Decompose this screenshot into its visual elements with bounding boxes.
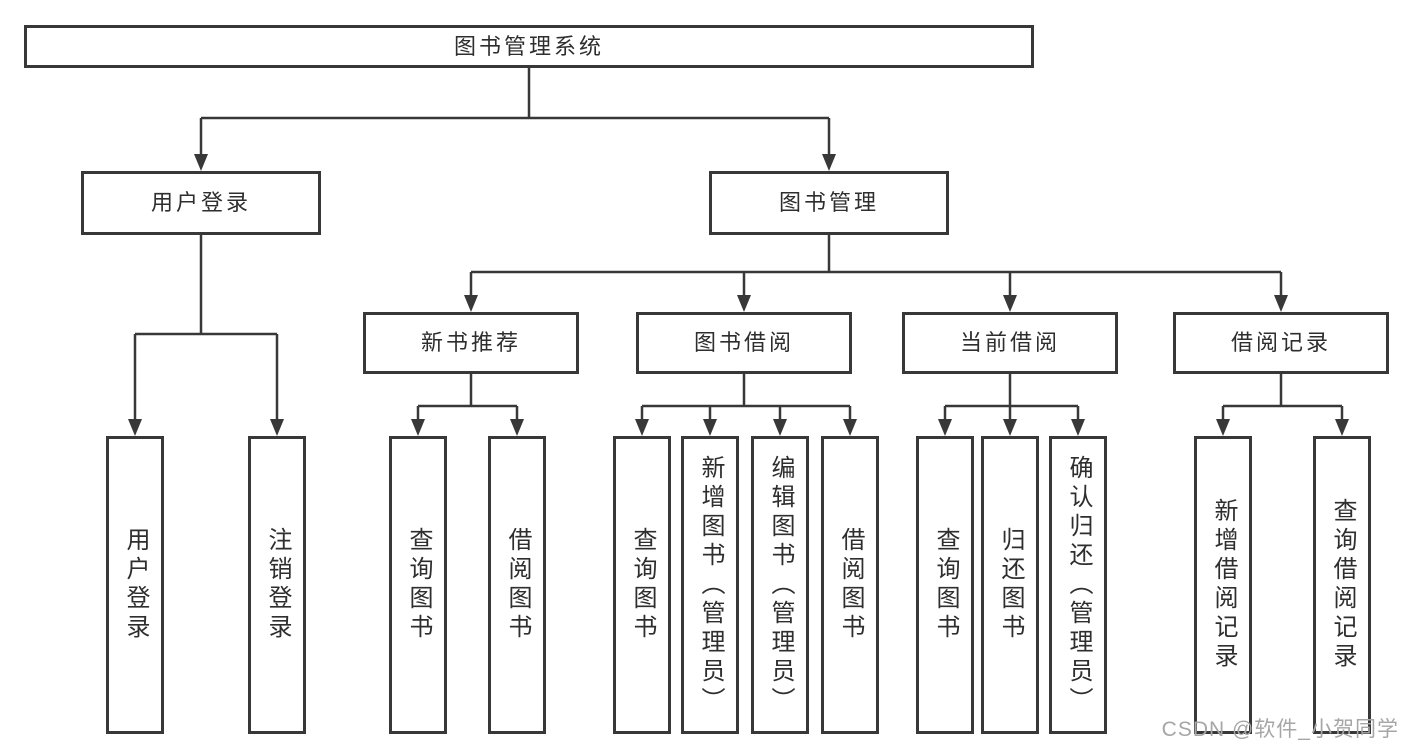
leaf-add-books-admin: 新增图书（管理员）: [681, 436, 739, 734]
node-label: 借阅图书: [504, 527, 531, 643]
node-label: 查询图书: [629, 527, 656, 643]
leaf-return-books: 归还图书: [981, 436, 1039, 734]
node-label: 用户登录: [122, 527, 149, 643]
leaf-query-books-current: 查询图书: [916, 436, 974, 734]
node-root-library-management-system: 图书管理系统: [24, 25, 1034, 68]
node-label: 编辑图书（管理员）: [767, 454, 794, 716]
arrowheads: [128, 154, 1349, 436]
node-label: 查询借阅记录: [1329, 498, 1356, 672]
leaf-query-books-recommend: 查询图书: [389, 436, 447, 734]
node-label: 归还图书: [997, 527, 1024, 643]
node-label: 查询图书: [405, 527, 432, 643]
node-label: 借阅图书: [837, 527, 864, 643]
leaf-add-borrow-record: 新增借阅记录: [1194, 436, 1252, 734]
node-label: 图书管理: [778, 190, 879, 215]
node-borrowing-records: 借阅记录: [1173, 312, 1389, 374]
node-label: 图书借阅: [693, 330, 794, 355]
node-current-borrowing: 当前借阅: [902, 312, 1118, 374]
node-label: 新书推荐: [420, 330, 521, 355]
leaf-edit-books-admin: 编辑图书（管理员）: [751, 436, 809, 734]
leaf-borrow-books-recommend: 借阅图书: [488, 436, 546, 734]
leaf-logout: 注销登录: [248, 436, 306, 734]
node-label: 新增图书（管理员）: [697, 454, 724, 716]
leaf-confirm-return-admin: 确认归还（管理员）: [1049, 436, 1107, 734]
node-book-management: 图书管理: [709, 171, 949, 235]
leaf-query-books-borrow: 查询图书: [613, 436, 671, 734]
node-label: 图书管理系统: [453, 33, 604, 59]
node-label: 注销登录: [264, 527, 291, 643]
node-label: 查询图书: [932, 527, 959, 643]
node-book-borrowing: 图书借阅: [636, 312, 852, 374]
node-label: 借阅记录: [1230, 330, 1331, 355]
leaf-borrow-books: 借阅图书: [821, 436, 879, 734]
node-new-book-recommendation: 新书推荐: [363, 312, 579, 374]
node-label: 用户登录: [150, 190, 251, 215]
leaf-user-login: 用户登录: [106, 436, 164, 734]
leaf-query-borrow-record: 查询借阅记录: [1313, 436, 1371, 734]
node-user-login: 用户登录: [81, 171, 321, 235]
node-label: 新增借阅记录: [1210, 498, 1237, 672]
csdn-watermark: CSDN @软件_小贺同学: [1161, 718, 1399, 741]
node-label: 当前借阅: [959, 330, 1060, 355]
node-label: 确认归还（管理员）: [1065, 454, 1092, 716]
